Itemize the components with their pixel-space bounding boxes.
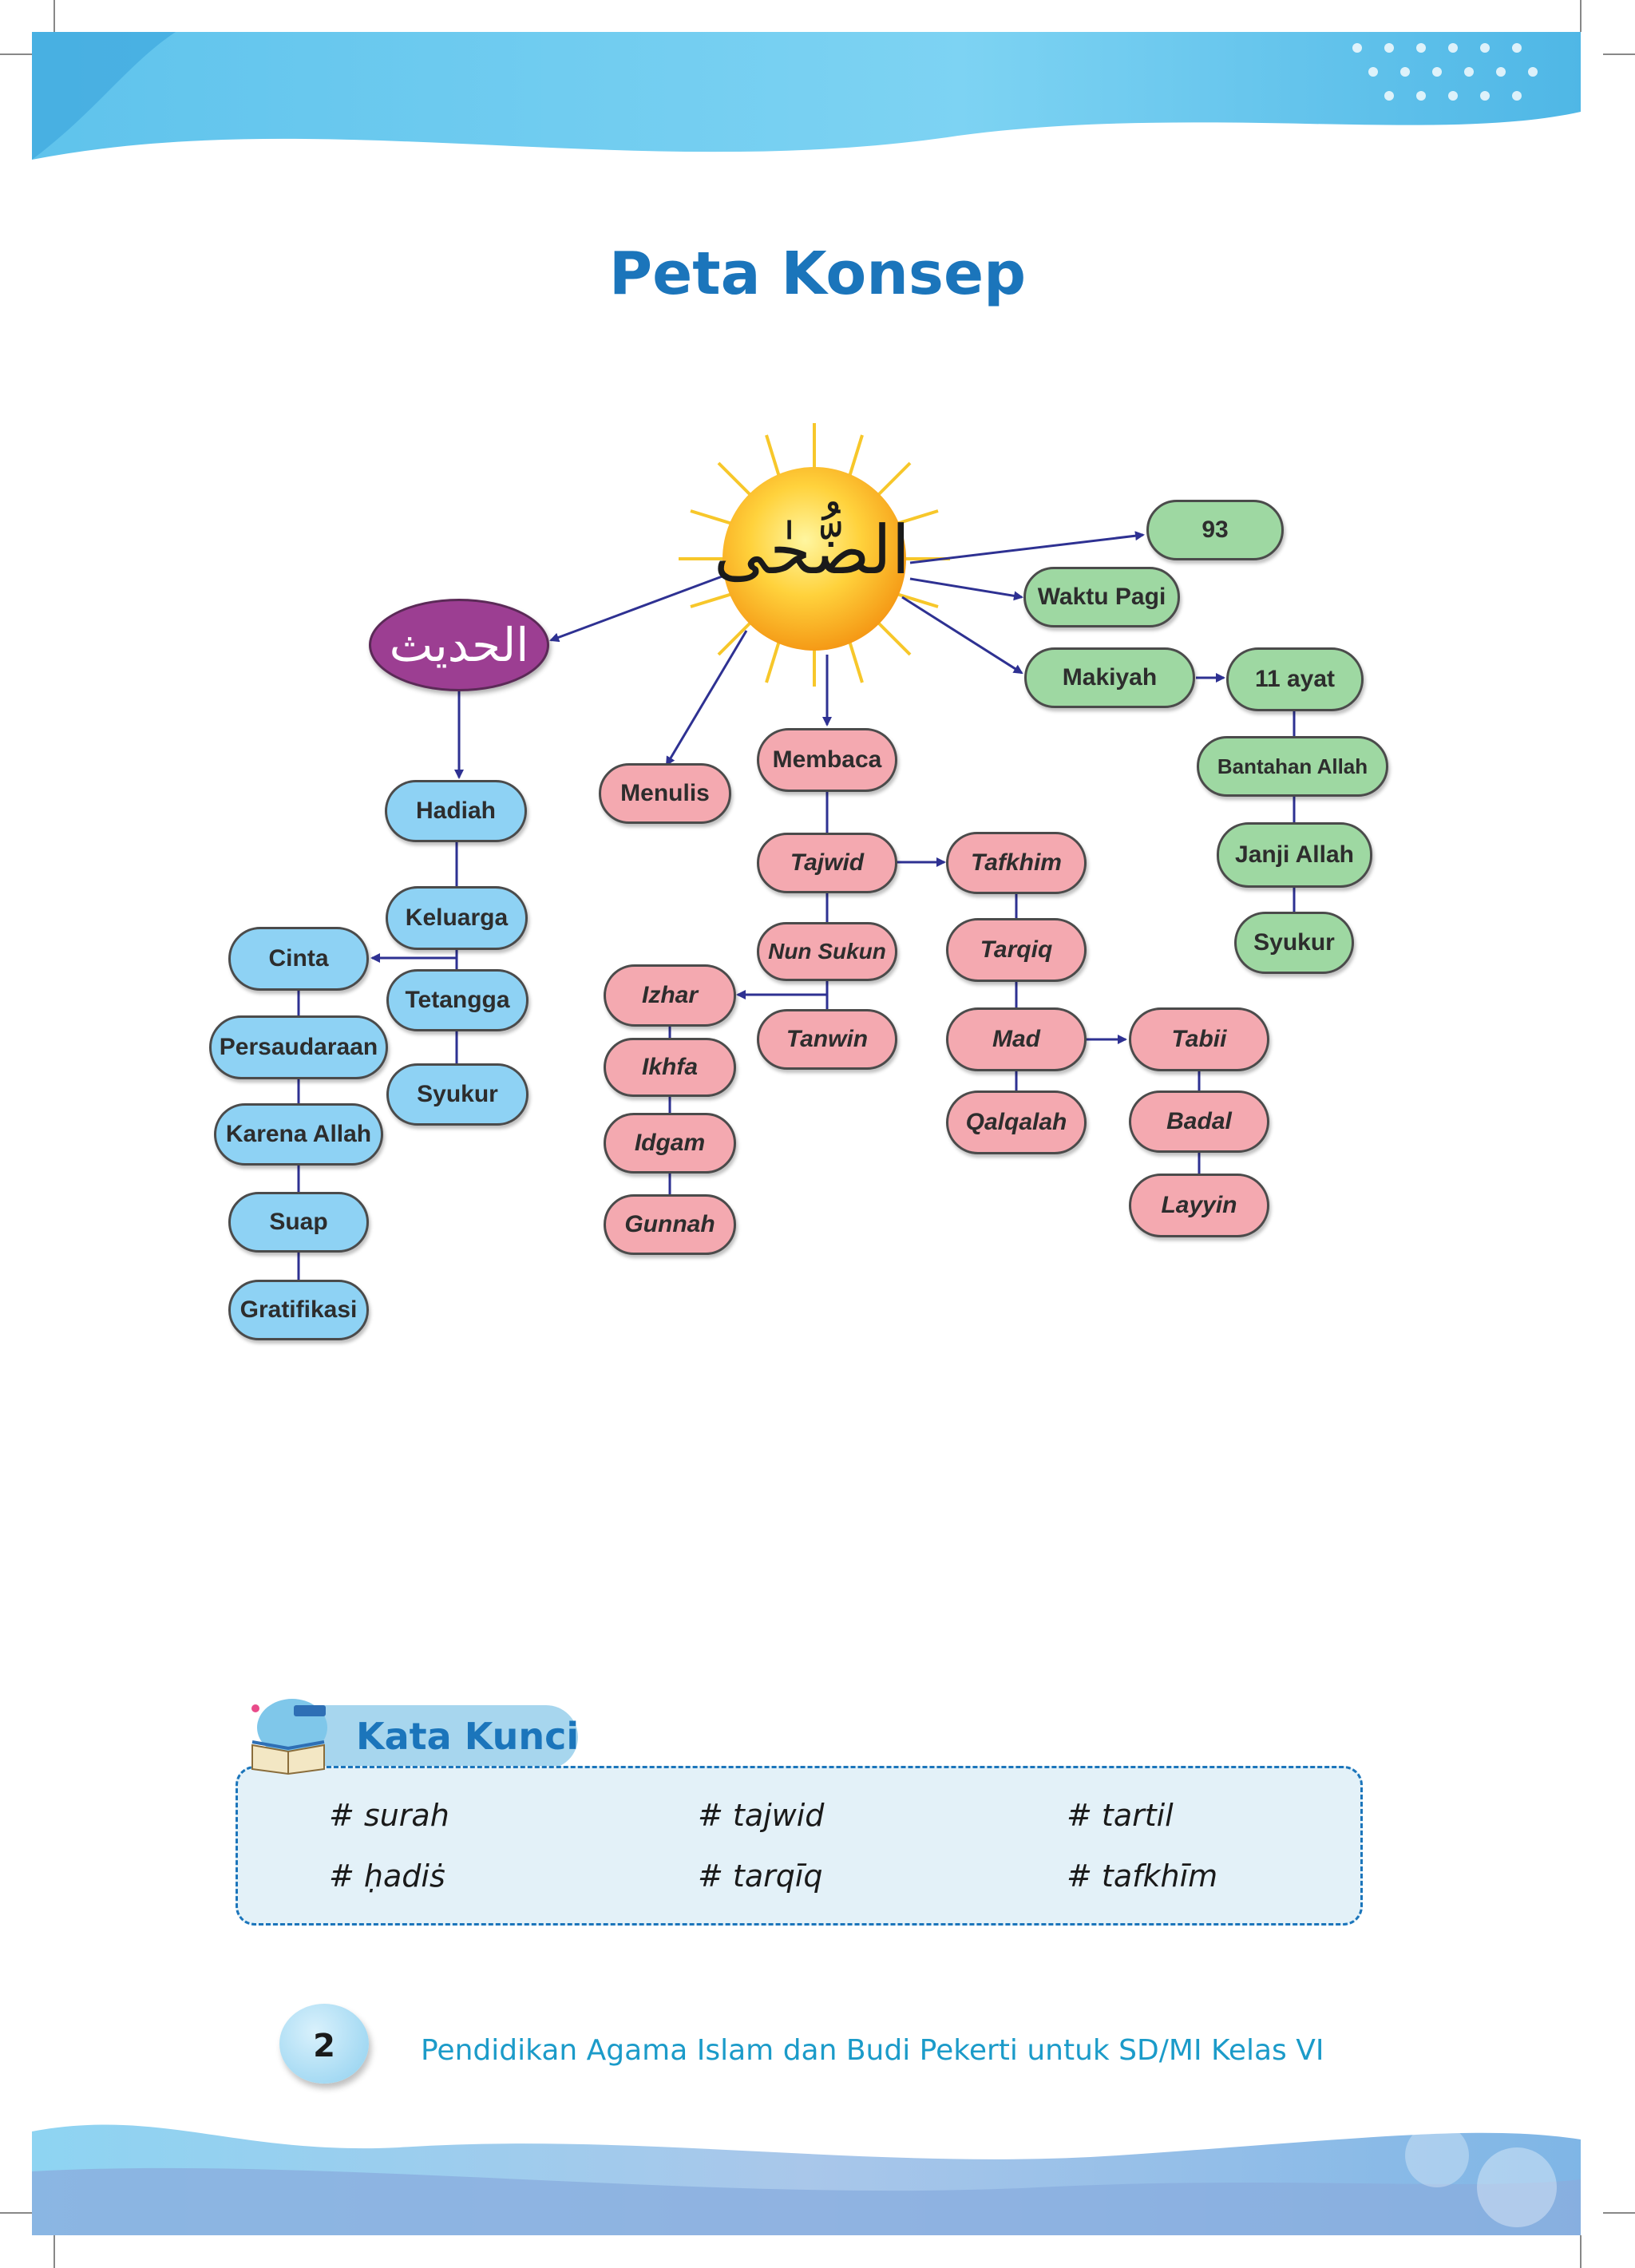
node-suap: Suap: [228, 1192, 369, 1253]
node-persaudaraan: Persaudaraan: [209, 1015, 388, 1079]
node-syukur-green: Syukur: [1234, 912, 1354, 974]
footer-book-title: Pendidikan Agama Islam dan Budi Pekerti …: [421, 2034, 1324, 2067]
node-menulis: Menulis: [599, 763, 731, 824]
node-izhar: Izhar: [604, 964, 736, 1027]
kata-kunci-box: [236, 1766, 1363, 1926]
node-janji-allah: Janji Allah: [1217, 822, 1372, 888]
book-icon: [251, 1699, 327, 1775]
page-number: 2: [313, 2028, 335, 2064]
node-mad: Mad: [946, 1007, 1087, 1071]
kata-kunci-tab: [319, 1705, 578, 1769]
node-waktu-pagi: Waktu Pagi: [1023, 567, 1180, 627]
node-ikhfa: Ikhfa: [604, 1038, 736, 1097]
keyword-tajwid: # tajwid: [698, 1798, 825, 1833]
hadis-node: الحديث: [369, 599, 549, 691]
node-hadiah: Hadiah: [385, 780, 527, 842]
node-tabii: Tabii: [1129, 1007, 1269, 1071]
node-tanwin: Tanwin: [757, 1009, 897, 1070]
node-makiyah: Makiyah: [1024, 647, 1195, 708]
node-syukur-blue: Syukur: [386, 1063, 529, 1126]
node-qalqalah: Qalqalah: [946, 1090, 1087, 1154]
node-membaca: Membaca: [757, 728, 897, 792]
node-layyin: Layyin: [1129, 1174, 1269, 1237]
keyword-tartil: # tartil: [1067, 1798, 1174, 1833]
top-wave-banner: [32, 32, 1581, 184]
center-node-ad-duha: الضُّحٰى: [713, 511, 910, 589]
keyword-tafkhim: # tafkhīm: [1067, 1858, 1218, 1894]
node-idgam: Idgam: [604, 1113, 736, 1174]
node-tetangga: Tetangga: [386, 969, 529, 1031]
node-tafkhim: Tafkhim: [946, 832, 1087, 894]
node-karena-allah: Karena Allah: [214, 1103, 383, 1166]
page-title: Peta Konsep: [608, 239, 1027, 308]
node-bantahan-allah: Bantahan Allah: [1197, 736, 1388, 797]
node-cinta: Cinta: [228, 927, 369, 991]
kata-kunci-title: Kata Kunci: [356, 1715, 580, 1758]
node-badal: Badal: [1129, 1090, 1269, 1153]
node-keluarga: Keluarga: [386, 886, 528, 950]
keyword-hadis: # ḥadiṡ: [329, 1858, 445, 1894]
node-93: 93: [1146, 500, 1284, 560]
node-gratifikasi: Gratifikasi: [228, 1280, 369, 1340]
keyword-surah: # surah: [329, 1798, 449, 1833]
keyword-tarqiq: # tarqīq: [698, 1858, 823, 1894]
node-tarqiq: Tarqiq: [946, 918, 1087, 982]
node-nun-sukun: Nun Sukun: [757, 922, 897, 981]
page-number-bubble: [279, 2004, 369, 2084]
node-gunnah: Gunnah: [604, 1194, 736, 1255]
node-11-ayat: 11 ayat: [1226, 647, 1364, 711]
node-tajwid: Tajwid: [757, 833, 897, 893]
